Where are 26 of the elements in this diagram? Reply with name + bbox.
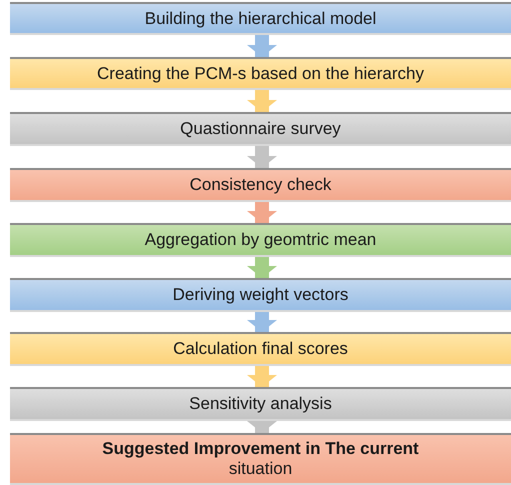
step-label: Aggregation by geomtric mean (144, 230, 376, 250)
process-box (10, 433, 511, 485)
process-box (10, 168, 511, 202)
step-label: Quastionnaire survey (180, 119, 341, 139)
step-label: Deriving weight vectors (172, 285, 348, 305)
arrow (247, 202, 277, 223)
arrow (247, 366, 277, 387)
process-box (10, 387, 511, 421)
process-box (10, 2, 511, 35)
arrow (247, 35, 277, 57)
process-box (10, 223, 511, 257)
arrow (247, 257, 277, 278)
process-box (10, 278, 511, 312)
step-label: Calculation final scores (173, 339, 348, 359)
step-label: Creating the PCM-s based on the hierarchy (97, 64, 424, 84)
step-label: Consistency check (190, 175, 332, 195)
process-box (10, 112, 511, 146)
arrow (247, 421, 277, 433)
step-label: Sensitivity analysis (189, 394, 332, 414)
arrow (247, 312, 277, 332)
step-label: Building the hierarchical model (144, 8, 376, 28)
process-box (10, 57, 511, 90)
arrow (247, 146, 277, 168)
process-box (10, 332, 511, 366)
arrow (247, 90, 277, 112)
step-label: Suggested Improvement in The current situation (101, 439, 420, 479)
